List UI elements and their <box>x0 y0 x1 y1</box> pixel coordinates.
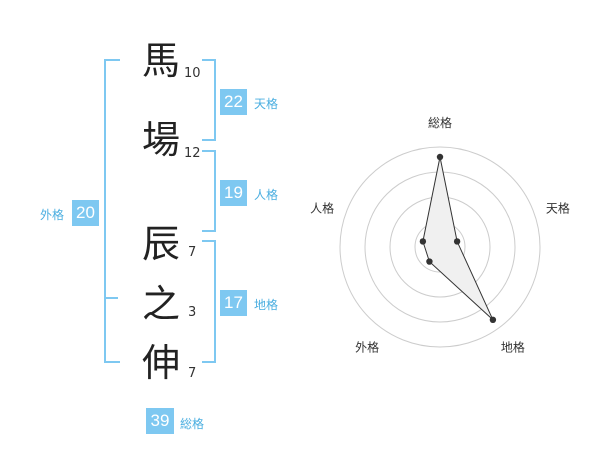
tenkaku-label: 天格 <box>254 97 279 111</box>
radar-axis-label-5: 人格 <box>310 201 334 216</box>
stroke-count-5: 7 <box>188 366 197 381</box>
radar-point-3 <box>489 316 497 324</box>
name-char-1: 馬 <box>141 39 180 83</box>
radar-data-polygon <box>422 156 494 321</box>
radar-point-4 <box>426 258 433 265</box>
radar-axis-label-1: 総格 <box>428 115 452 130</box>
name-char-4: 之 <box>141 282 180 326</box>
gaikaku-label: 外格 <box>40 208 65 222</box>
radar-point-1 <box>436 153 444 161</box>
stroke-count-3: 7 <box>188 245 197 260</box>
soukaku-label: 総格 <box>180 417 205 431</box>
stroke-count-2: 12 <box>184 146 201 161</box>
chikaku-bracket <box>202 240 216 363</box>
name-char-5: 伸 <box>141 341 180 385</box>
name-char-3: 辰 <box>141 222 180 266</box>
jinkaku-value-badge: 19 <box>220 180 247 206</box>
stroke-count-4: 3 <box>188 305 197 320</box>
gaikaku-value-badge: 20 <box>72 200 99 226</box>
tenkaku-value-badge: 22 <box>220 89 247 115</box>
radar-ring-4 <box>339 146 541 348</box>
gaikaku-bracket-mid-tick <box>104 297 118 299</box>
jinkaku-label: 人格 <box>254 188 279 202</box>
radar-axis-label-3: 地格 <box>501 339 525 354</box>
stroke-count-1: 10 <box>184 66 201 81</box>
radar-axis-label-2: 天格 <box>546 201 570 216</box>
chikaku-value-badge: 17 <box>220 290 247 316</box>
gaikaku-bracket <box>104 59 120 363</box>
name-char-2: 場 <box>141 118 180 162</box>
jinkaku-bracket <box>202 150 216 232</box>
chikaku-label: 地格 <box>254 298 279 312</box>
tenkaku-bracket <box>202 59 216 141</box>
radar-point-5 <box>419 238 427 245</box>
radar-axis-label-4: 外格 <box>355 339 379 354</box>
soukaku-value-badge: 39 <box>146 408 174 434</box>
radar-point-2 <box>453 238 461 245</box>
